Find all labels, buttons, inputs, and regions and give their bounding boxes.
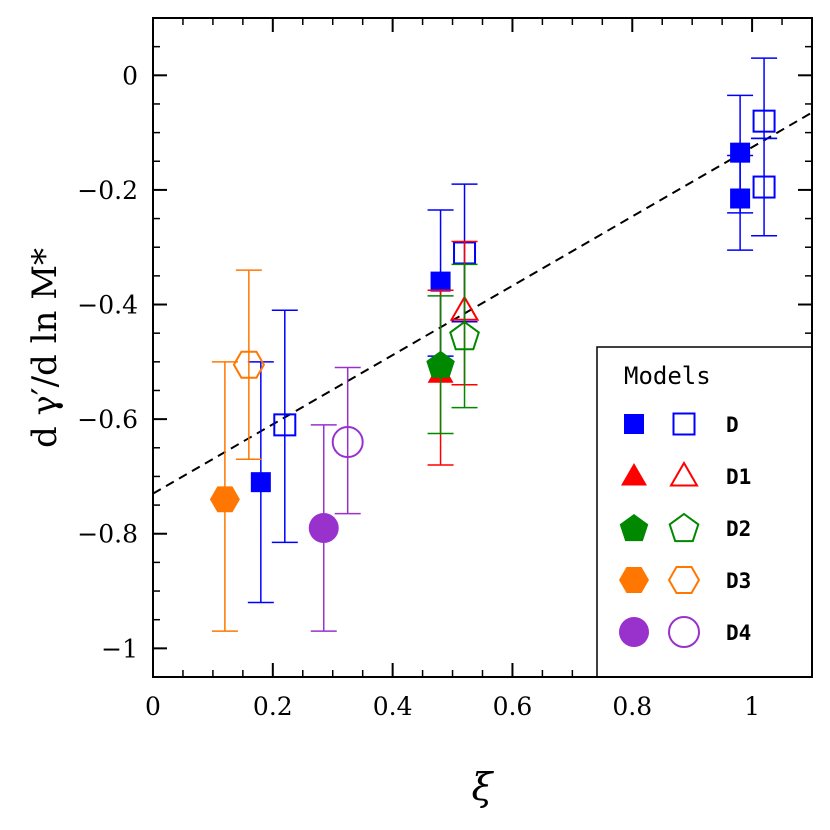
series-d2-open <box>449 263 480 409</box>
data-point <box>426 350 455 378</box>
axis-labels: ξ d γ′/d ln M* <box>25 248 495 809</box>
legend-title: Models <box>624 362 711 390</box>
series-d3-filled <box>209 361 240 632</box>
legend-marker-filled <box>619 617 649 647</box>
legend-marker-filled <box>619 514 649 542</box>
x-tick-label: 0 <box>145 692 161 721</box>
legend-label: D1 <box>726 465 751 489</box>
fit-line-group <box>152 111 813 495</box>
data-point <box>331 426 364 459</box>
legend-marker-filled <box>619 567 649 593</box>
series-d4-open <box>331 366 364 515</box>
data-point <box>752 109 776 133</box>
series-d3-open <box>232 269 266 460</box>
y-tick-label: −0.6 <box>77 405 138 434</box>
data-points <box>209 57 778 632</box>
legend-label: D <box>726 413 739 437</box>
legend-marker-filled <box>624 414 644 434</box>
legend-marker-open <box>668 512 700 543</box>
x-tick-label: 0.6 <box>493 692 533 721</box>
legend-marker-open <box>667 566 701 594</box>
data-point <box>730 188 751 209</box>
data-point <box>232 350 266 379</box>
legend-label: D2 <box>726 517 751 541</box>
data-point <box>308 513 339 544</box>
series-d2-filled <box>426 295 455 435</box>
fit-line <box>152 111 813 495</box>
x-tick-label: 0.8 <box>612 692 652 721</box>
series-d4-filled <box>308 424 339 632</box>
y-tick-label: 0 <box>122 61 138 90</box>
data-point <box>250 472 271 493</box>
x-tick-label: 0.4 <box>373 692 413 721</box>
data-point <box>209 486 240 513</box>
y-tick-label: −1 <box>101 634 138 663</box>
data-point <box>430 271 451 292</box>
axis-ticks: 0 0.2 0.4 0.6 0.8 1 0 −0.2 −0.4 −0.6 −0.8 −1 <box>77 17 812 721</box>
plot-frame <box>152 17 813 678</box>
series-d-filled <box>247 94 754 604</box>
x-axis-label: ξ <box>472 765 495 809</box>
data-point <box>730 142 751 163</box>
y-tick-label: −0.2 <box>77 176 138 205</box>
legend-marker-open <box>668 616 700 648</box>
data-point <box>449 320 480 351</box>
legend-label: D3 <box>726 569 751 593</box>
data-point <box>752 175 776 199</box>
y-tick-label: −0.4 <box>77 291 138 320</box>
x-tick-label: 0.2 <box>253 692 293 721</box>
y-axis-label: d γ′/d ln M* <box>25 248 65 448</box>
legend-label: D4 <box>726 621 751 645</box>
x-tick-label: 1 <box>744 692 760 721</box>
legend-marker-filled <box>621 463 647 486</box>
y-tick-label: −0.8 <box>77 520 138 549</box>
legend-marker-open <box>669 461 699 487</box>
data-point <box>273 413 297 437</box>
legend-marker-open <box>672 412 696 436</box>
